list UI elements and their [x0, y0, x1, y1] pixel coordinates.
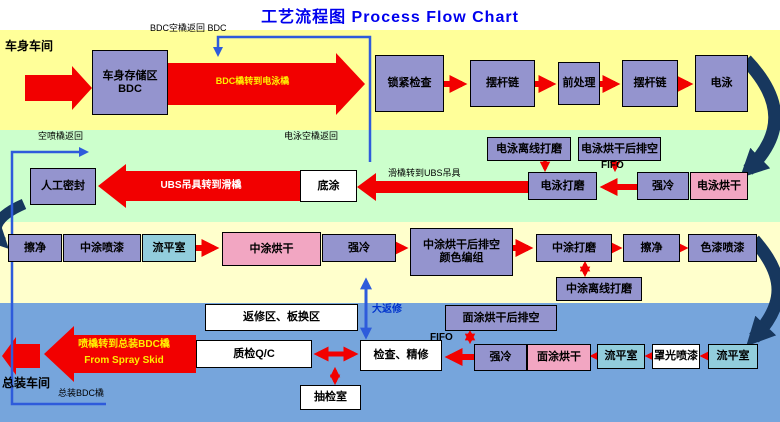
label-fifo-topcoat: FIFO	[430, 332, 453, 343]
label-fifo-ecoat: FIFO	[601, 160, 624, 171]
arrow-skid-to-ubs	[357, 173, 528, 201]
box-lock-check: 锁紧检查	[375, 55, 444, 112]
box-ecoat-oven: 电泳烘干	[690, 172, 748, 200]
box-midcoat-spray: 中涂喷漆	[63, 234, 141, 262]
label-bdc-empty-return: BDC空橇返回 BDC	[150, 23, 227, 33]
box-midcoat-oven: 中涂烘干	[222, 232, 321, 266]
box-midcoat-unload-grouping: 中涂烘干后排空 颜色编组	[410, 228, 513, 276]
arrow-text-spray-to-assembly-cn: 喷橇转到总装BDC橇	[78, 339, 170, 350]
box-strong-cooling-ecoat: 强冷	[637, 172, 689, 200]
curve-sealing-to-wipe	[0, 198, 27, 249]
box-body-storage-bdc: 车身存储区 BDC	[92, 50, 168, 115]
box-swing-chain-1: 摆杆链	[470, 60, 535, 107]
label-assembly-shop: 总装车间	[2, 376, 51, 390]
arrow-text-spray-to-assembly-en: From Spray Skid	[84, 355, 164, 366]
blue-return-lines	[10, 35, 372, 406]
line-ecoat-skid-return	[213, 35, 372, 162]
curve-ecoat-to-oven	[739, 55, 780, 178]
box-basecoat-spray: 色漆喷漆	[688, 234, 757, 262]
small-red-arrows	[196, 75, 712, 386]
box-flash-room-mid: 流平室	[142, 234, 196, 262]
box-strong-cooling-mid: 强冷	[322, 234, 396, 262]
box-wipe-clean-2: 擦净	[623, 234, 680, 262]
box-clearcoat-spray: 罩光喷漆	[652, 344, 700, 369]
curve-basecoat-to-flash	[746, 235, 780, 347]
box-repair-area: 返修区、板换区	[205, 304, 358, 331]
box-ecoat-offline-sanding: 电泳离线打磨	[487, 137, 571, 161]
label-spray-empty-return: 空喷橇返回	[38, 131, 84, 141]
arrow-ubs-to-skid	[98, 164, 300, 208]
arrow-exit-to-assembly-shop	[2, 337, 40, 375]
box-inspection-polish: 检查、精修	[360, 340, 442, 371]
label-body-shop: 车身车间	[5, 39, 54, 53]
box-qc: 质检Q/C	[196, 340, 312, 368]
box-flash-room-1: 流平室	[597, 344, 645, 369]
arrow-spray-to-assembly	[44, 326, 196, 382]
box-flash-room-2: 流平室	[708, 344, 758, 369]
box-ecoat-sanding: 电泳打磨	[528, 172, 597, 200]
box-strong-cooling-top: 强冷	[474, 344, 527, 371]
curved-row-connectors	[0, 55, 780, 347]
box-wipe-clean-1: 擦净	[8, 234, 62, 262]
label-major-repair: 大返修	[372, 304, 402, 315]
arrow-bdc-to-ecoat-skid	[168, 53, 365, 115]
line-spray-skid-return	[10, 147, 106, 406]
box-midcoat-sanding: 中涂打磨	[536, 234, 612, 262]
box-ecoat: 电泳	[695, 55, 748, 112]
label-ecoat-empty-return: 电泳空橇返回	[284, 131, 339, 141]
page-title: 工艺流程图 Process Flow Chart	[261, 9, 519, 26]
box-manual-sealing: 人工密封	[30, 168, 96, 205]
arrow-text-skid-to-ubs: 滑橇转到UBS吊具	[388, 168, 461, 178]
arrow-text-bdc-to-ecoat: BDC橇转到电泳橇	[215, 76, 290, 86]
box-primer-ubs: 底涂	[300, 170, 357, 202]
box-ecoat-oven-unload: 电泳烘干后排空	[578, 137, 661, 161]
box-topcoat-oven-unload: 面涂烘干后排空	[445, 305, 557, 331]
box-swing-chain-2: 摆杆链	[622, 60, 678, 107]
box-topcoat-oven: 面涂烘干	[527, 344, 591, 371]
arrow-bodyshop-to-storage	[25, 66, 92, 110]
arrow-text-ubs-to-skid: UBS吊具转到滑橇	[160, 180, 242, 191]
box-pretreatment: 前处理	[558, 62, 600, 105]
box-audit-room: 抽检室	[300, 385, 361, 410]
box-midcoat-offline-sanding: 中涂离线打磨	[556, 277, 642, 301]
label-assembly-bdc-skid: 总装BDC橇	[58, 388, 105, 398]
